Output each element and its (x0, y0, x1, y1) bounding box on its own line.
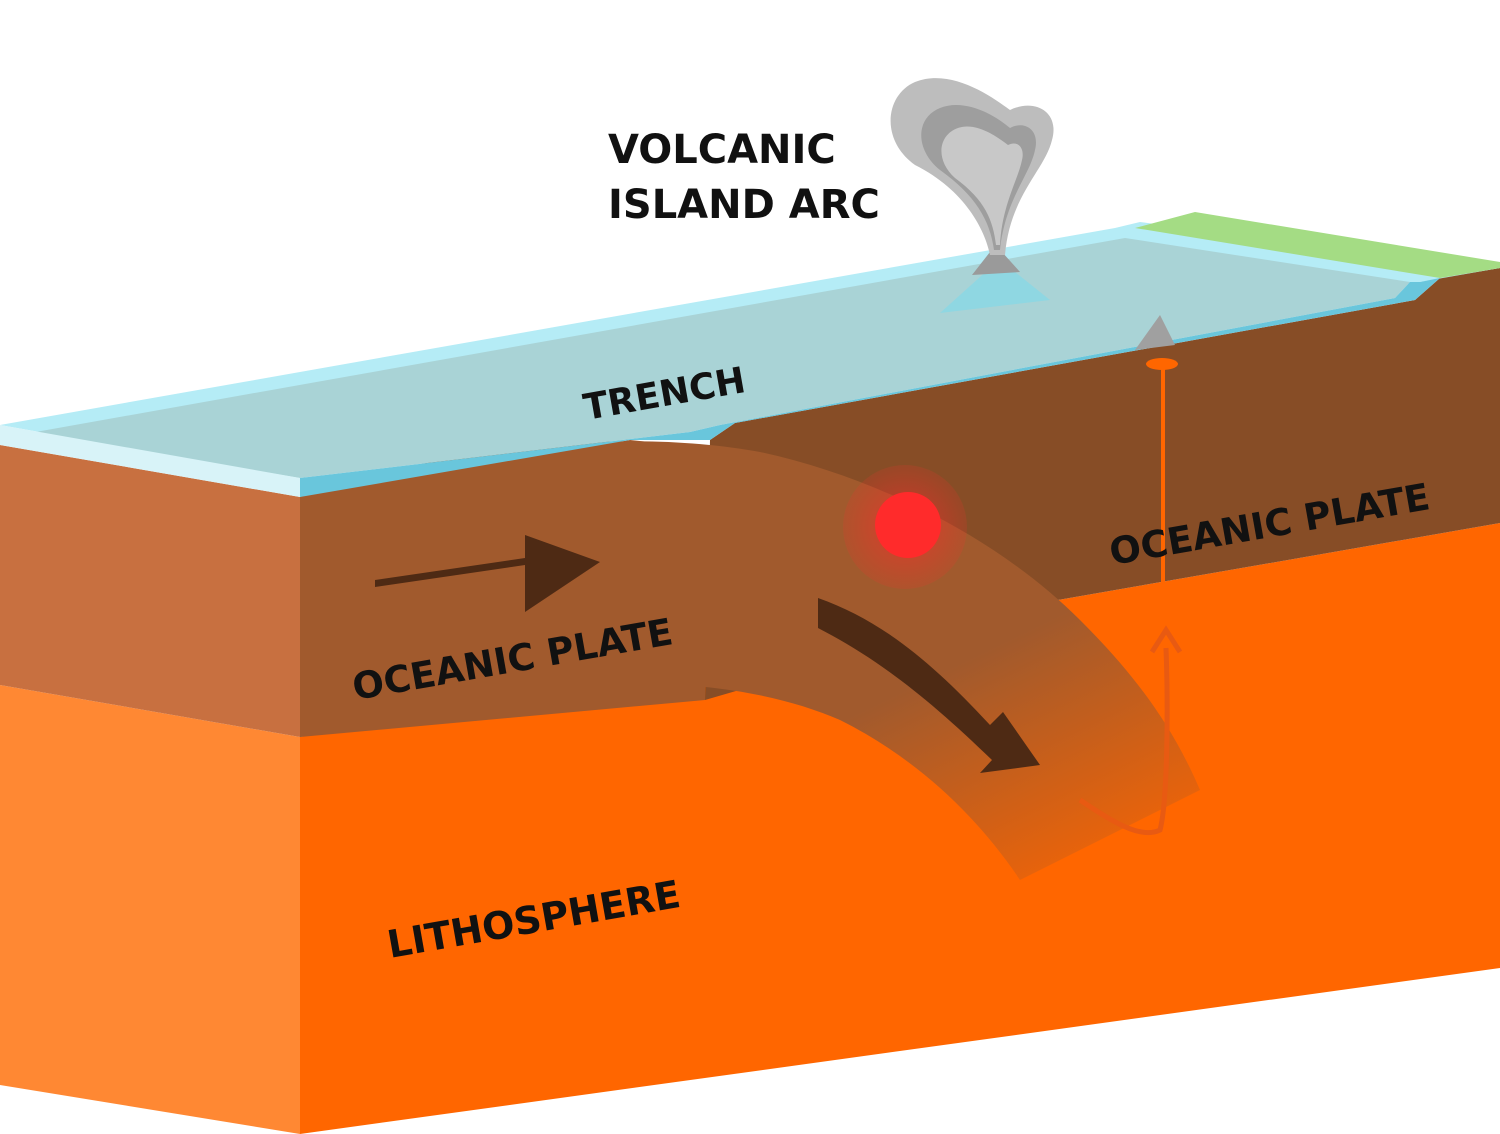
magma-arrowhead (1149, 625, 1183, 654)
ocean-edge-left (0, 425, 300, 497)
volcano-cone (972, 252, 1020, 275)
magma-rise-path (1078, 647, 1170, 836)
mantle-front-face (300, 523, 1500, 1134)
ash-plume-core (941, 126, 1023, 245)
mantle-side-face (0, 685, 300, 1134)
plate-side-face (0, 445, 300, 737)
ocean-top (30, 238, 1410, 478)
volcano-underwater (940, 268, 1050, 313)
label-volcanic-line1: VOLCANIC (608, 127, 836, 173)
earthquake-hotspot (875, 492, 941, 558)
plate-motion-arrow (375, 535, 600, 613)
land-strip (1135, 212, 1500, 278)
label-volcanic-line2: ISLAND ARC (608, 182, 880, 228)
small-volcano-cone (1135, 315, 1175, 350)
magma-chamber (1146, 358, 1178, 370)
subduction-motion-arrow (818, 598, 1040, 773)
ocean-edge-front (300, 278, 1440, 497)
